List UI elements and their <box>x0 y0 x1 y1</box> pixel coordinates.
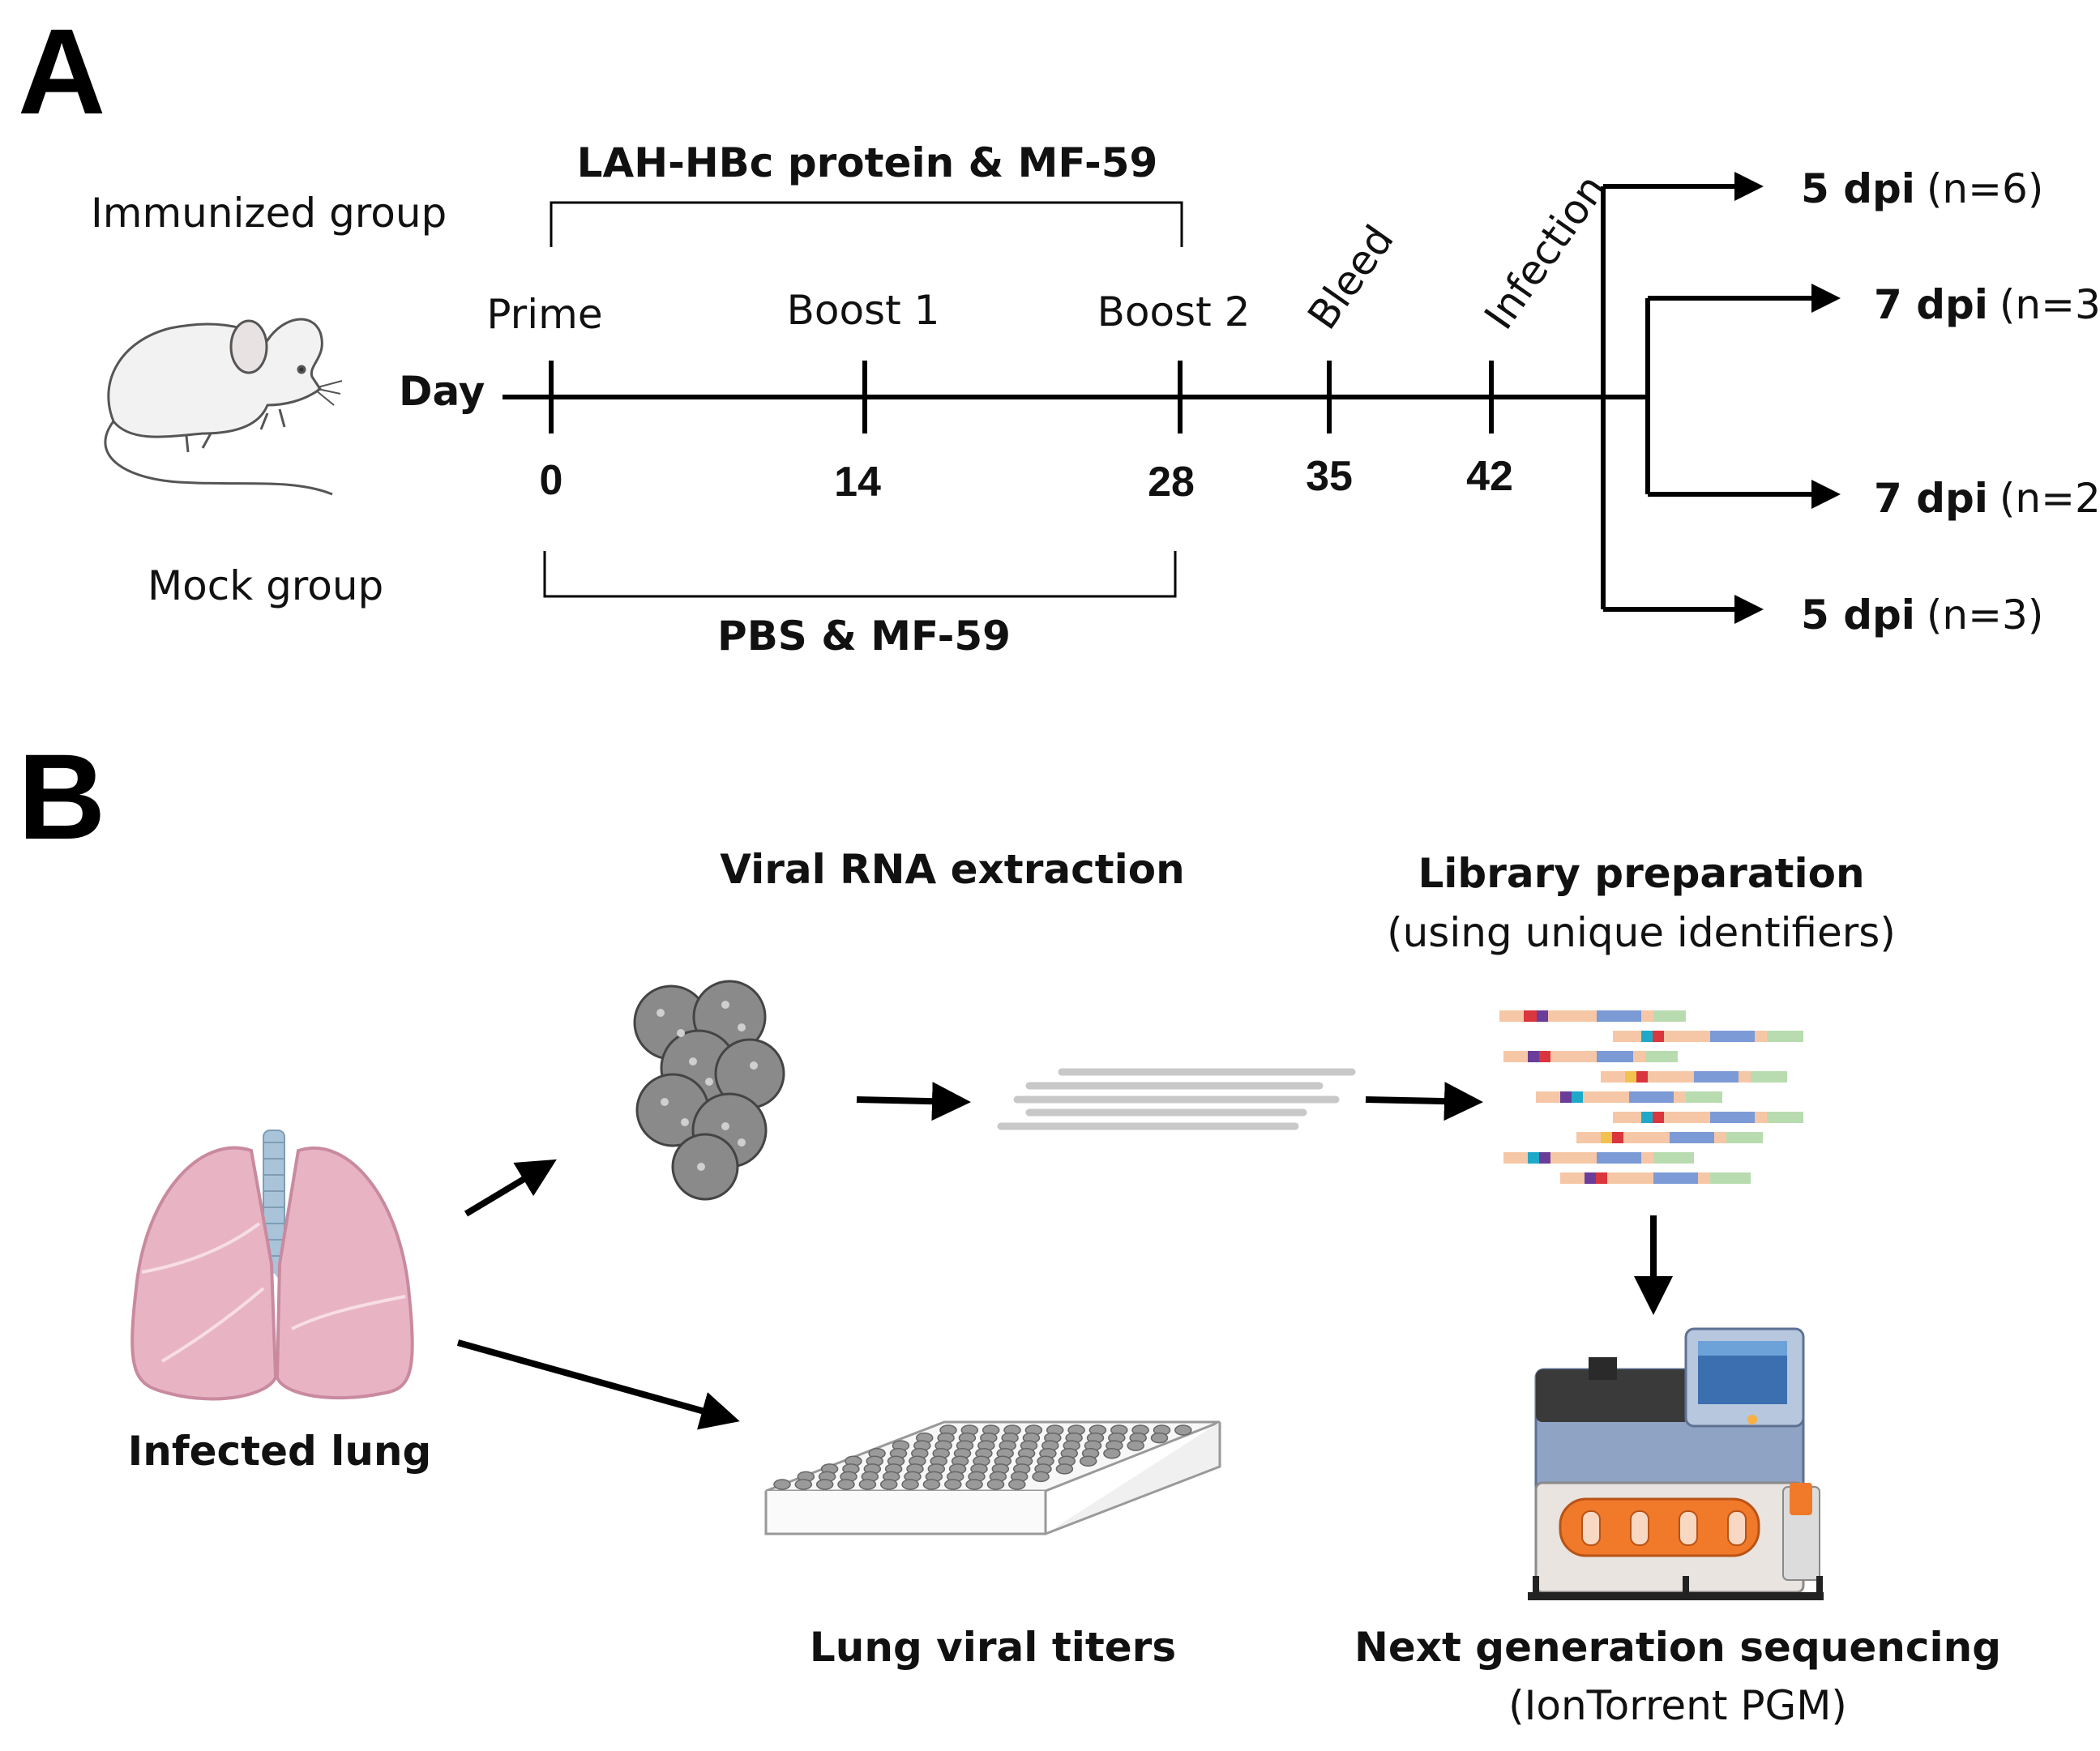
plate-well <box>837 1479 855 1490</box>
event-boost-1-label: Boost 1 <box>787 287 940 334</box>
plate-well <box>944 1479 962 1490</box>
infected-lung-label: Infected lung <box>128 1428 432 1475</box>
day-35: 35 <box>1306 453 1353 500</box>
plate-well <box>1032 1471 1050 1483</box>
outcome-2-n: (n=3) <box>1999 281 2100 328</box>
event-infection-label: Infection <box>1475 166 1615 338</box>
top-treatment-label: LAH-HBc protein & MF-59 <box>577 139 1158 186</box>
day-axis-label: Day <box>399 368 485 415</box>
library-reads-icon <box>1499 1010 1803 1184</box>
plate-well <box>1008 1479 1026 1490</box>
outcome-2: 7 dpi(n=3) <box>1874 281 2100 328</box>
plate-well <box>1103 1447 1121 1459</box>
plate-well <box>815 1479 834 1490</box>
well-plate-icon <box>764 1420 1221 1535</box>
top-bracket <box>550 201 1183 247</box>
plate-well <box>922 1479 941 1490</box>
library-read <box>1560 1172 1751 1184</box>
day-42: 42 <box>1466 453 1513 500</box>
mouse-icon <box>104 318 343 496</box>
panel-label-a: A <box>18 3 105 139</box>
plate-well <box>1174 1424 1192 1436</box>
immunized-group-label: Immunized group <box>91 190 447 237</box>
timeline-ticks <box>549 361 1494 433</box>
arrow-rna-to-library <box>1365 1082 1483 1121</box>
outcome-1-dpi: 5 dpi <box>1801 165 1915 212</box>
library-read <box>1499 1010 1686 1022</box>
sequencer-machine-icon <box>1528 1327 1824 1600</box>
plate-well <box>773 1479 791 1490</box>
plate-well <box>901 1479 919 1490</box>
library-prep-sub-label: (using unique identifiers) <box>1387 909 1896 956</box>
plate-well <box>1079 1455 1097 1467</box>
event-prime-label: Prime <box>486 291 602 338</box>
bottom-treatment-label: PBS & MF-59 <box>717 613 1011 660</box>
plate-well <box>794 1479 813 1490</box>
library-read <box>1503 1051 1678 1062</box>
outcome-4-n: (n=3) <box>1927 591 2043 638</box>
outcome-3: 7 dpi(n=2) <box>1874 475 2100 522</box>
library-read <box>1536 1091 1722 1103</box>
day-0: 0 <box>540 457 563 504</box>
panel-label-b: B <box>18 728 105 865</box>
library-read <box>1503 1152 1694 1164</box>
plate-well <box>965 1479 983 1490</box>
outcome-2-dpi: 7 dpi <box>1874 281 1988 328</box>
virus-texture <box>657 1001 758 1171</box>
ngs-label: Next generation sequencing <box>1354 1624 2001 1671</box>
library-read <box>1613 1031 1803 1042</box>
virus-cluster-icon <box>633 980 785 1201</box>
plate-wells <box>773 1424 1192 1490</box>
event-boost-2-label: Boost 2 <box>1097 288 1251 335</box>
arrow-lung-to-titers <box>456 1339 740 1430</box>
outcome-1-n: (n=6) <box>1927 165 2043 212</box>
plate-well <box>1150 1432 1169 1444</box>
library-read <box>1601 1071 1787 1083</box>
rna-strands-icon <box>997 1068 1356 1130</box>
plate-well <box>1055 1463 1074 1475</box>
arrow-lung-to-rna <box>464 1159 557 1217</box>
day-28: 28 <box>1148 459 1195 506</box>
viral-rna-label: Viral RNA extraction <box>720 846 1184 893</box>
event-bleed-label: Bleed <box>1298 217 1403 338</box>
outcome-3-dpi: 7 dpi <box>1874 475 1988 522</box>
day-14: 14 <box>834 459 881 506</box>
arrow-virus-to-rna <box>856 1082 971 1121</box>
library-read <box>1613 1112 1803 1123</box>
bottom-bracket <box>543 551 1177 598</box>
plate-well <box>879 1479 898 1490</box>
outcome-3-n: (n=2) <box>1999 475 2100 522</box>
lung-titers-label: Lung viral titers <box>810 1624 1176 1671</box>
ngs-sub-label: (IonTorrent PGM) <box>1508 1682 1847 1729</box>
plate-well <box>1127 1440 1144 1451</box>
lung-icon <box>130 1130 414 1401</box>
outcome-4: 5 dpi (n=3) <box>1801 591 2043 638</box>
outcome-branches <box>1601 172 1841 624</box>
outcome-4-dpi: 5 dpi <box>1801 591 1915 638</box>
plate-well <box>858 1479 877 1490</box>
library-prep-label: Library preparation <box>1418 850 1864 897</box>
outcome-1: 5 dpi (n=6) <box>1801 165 2043 212</box>
library-read <box>1576 1132 1763 1143</box>
mock-group-label: Mock group <box>148 562 383 609</box>
plate-well <box>986 1479 1005 1490</box>
